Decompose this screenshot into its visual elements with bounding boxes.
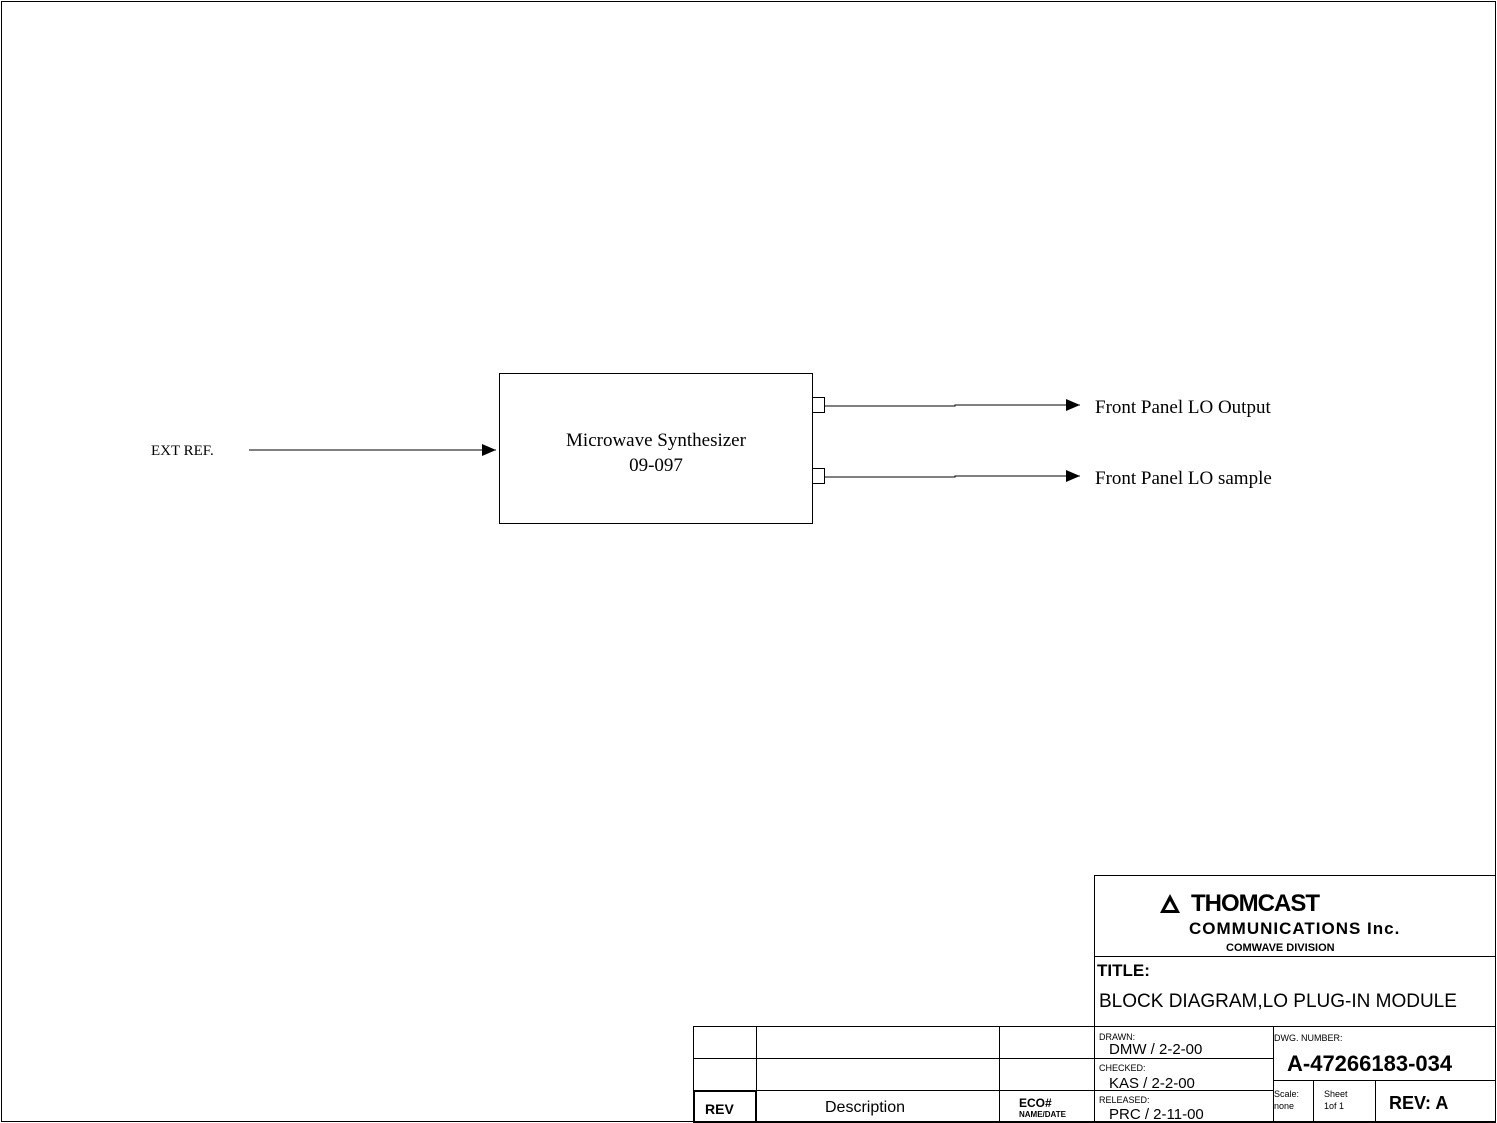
output-port-2 [812,468,825,484]
dwg-number-box: DWG. NUMBER: A-47266183-034 [1273,1026,1496,1081]
rev-header-cell: REV [693,1090,757,1123]
sheet-value: 1of 1 [1324,1101,1345,1111]
eco-header-cell: ECO# NAME/DATE [999,1090,1095,1123]
drawn-box: DRAWN: DMW / 2-2-00 [1094,1026,1274,1059]
sheet-box: Sheet 1of 1 [1313,1080,1376,1123]
released-box: RELEASED: PRC / 2-11-00 [1094,1090,1274,1123]
eco-header: ECO# [1019,1096,1052,1110]
rev-box: REV: A [1375,1080,1496,1123]
company-subname: COMMUNICATIONS Inc. [1189,919,1401,938]
title-box: TITLE: BLOCK DIAGRAM,LO PLUG-IN MODULE [1094,956,1496,1027]
block-name: Microwave Synthesizer [566,430,746,451]
company-logo-box: THOMCAST COMMUNICATIONS Inc. COMWAVE DIV… [1094,875,1496,957]
drawn-value: DMW / 2-2-00 [1109,1041,1203,1058]
rev-table-cell [999,1026,1095,1059]
company-name: THOMCAST [1191,890,1320,917]
rev-header: REV [705,1101,734,1117]
rev-table-cell [756,1026,1000,1059]
drawing-title: BLOCK DIAGRAM,LO PLUG-IN MODULE [1099,991,1457,1012]
rev-value: REV: A [1389,1093,1449,1113]
microwave-synthesizer-block: Microwave Synthesizer 09-097 [499,373,813,524]
thomcast-logo-icon [1160,894,1180,913]
sheet-label: Sheet [1324,1089,1348,1099]
division-label: COMWAVE DIVISION [1226,942,1335,954]
block-part-number: 09-097 [629,455,683,476]
checked-box: CHECKED: KAS / 2-2-00 [1094,1058,1274,1092]
description-header: Description [825,1099,906,1116]
rev-table-cell [999,1058,1095,1091]
lo-output-label: Front Panel LO Output [1095,397,1271,418]
lo-output-wire [825,399,1080,411]
checked-label: CHECKED: [1099,1063,1146,1073]
released-value: PRC / 2-11-00 [1109,1106,1204,1123]
lo-sample-wire [825,470,1080,482]
output-port-1 [812,397,825,413]
checked-value: KAS / 2-2-00 [1109,1075,1195,1092]
scale-value: none [1274,1101,1295,1111]
ext-ref-label: EXT REF. [151,443,214,459]
scale-label: Scale: [1274,1089,1300,1099]
title-label: TITLE: [1097,961,1150,980]
rev-table-cell [693,1026,757,1059]
rev-table-cell [693,1058,757,1091]
released-label: RELEASED: [1099,1095,1150,1105]
description-header-cell: Description [756,1090,1000,1123]
dwg-number: A-47266183-034 [1287,1051,1453,1076]
rev-table-cell [756,1058,1000,1091]
dwg-number-label: DWG. NUMBER: [1274,1033,1343,1043]
drawn-label: DRAWN: [1099,1032,1136,1042]
name-date-header: NAME/DATE [1019,1110,1066,1119]
lo-sample-label: Front Panel LO sample [1095,468,1272,489]
scale-box: Scale: none [1273,1080,1314,1123]
